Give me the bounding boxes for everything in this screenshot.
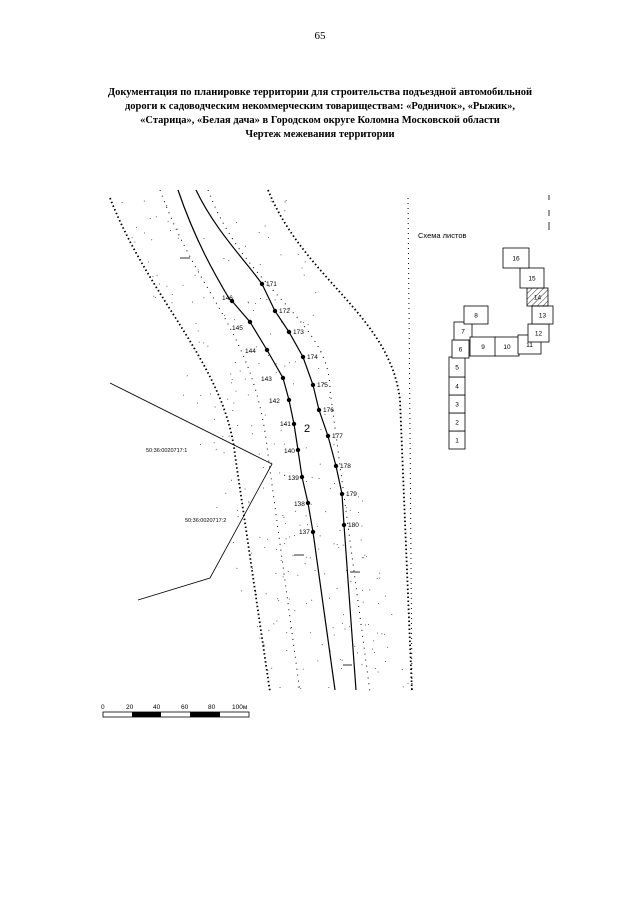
point-label-176: 176: [323, 407, 334, 414]
boundary-point-178: [333, 463, 339, 469]
sheet-label-13: 13: [539, 313, 547, 320]
sheet-cell-8: [463, 305, 489, 325]
boundary-point-180: [341, 522, 347, 528]
left-road-line-top: [177, 189, 231, 301]
boundary-point-145: [247, 319, 253, 325]
scale-label-40: 40: [153, 704, 161, 711]
sheet-label-11: 11: [526, 342, 533, 349]
left-road-line: [231, 300, 314, 533]
document-title: Документация по планировке территории дл…: [60, 86, 580, 142]
point-label-143: 143: [261, 376, 272, 383]
point-label-139: 139: [288, 475, 299, 482]
boundary-point-142: [286, 397, 292, 403]
boundary-point-138: [305, 500, 311, 506]
sheet-label-5: 5: [455, 365, 459, 372]
sheet-label-4: 4: [455, 384, 459, 391]
page-number: 65: [314, 30, 326, 42]
sheet-label-3: 3: [455, 402, 459, 409]
right-road-line: [261, 283, 345, 526]
sheet-label-7: 7: [461, 329, 465, 336]
sheet-label-6: 6: [459, 347, 463, 354]
sheet-label-2: 2: [455, 420, 459, 427]
boundary-point-179: [339, 491, 345, 497]
parcel-number-label: 2: [304, 423, 310, 435]
sheet-cell-15: [519, 267, 545, 289]
point-label-140: 140: [284, 448, 295, 455]
title-line-2: дороги к садоводческим некоммерческим то…: [124, 101, 516, 112]
right-road-line-top: [195, 189, 263, 285]
point-label-145: 145: [232, 325, 243, 332]
title-line-3: «Старица», «Белая дача» в Городском окру…: [140, 115, 500, 126]
boundary-point-146: [229, 298, 235, 304]
scale-bar: 0 20 40 60 80 100м: [101, 704, 250, 718]
point-label-171: 171: [266, 281, 277, 288]
scale-label-20: 20: [126, 704, 134, 711]
title-line-1: Документация по планировке территории дл…: [107, 87, 533, 98]
point-label-144: 144: [245, 348, 256, 355]
cadastral-label-1: 50:36:0020717:1: [146, 448, 187, 454]
sheet-label-1: 1: [455, 438, 459, 445]
point-label-142: 142: [269, 398, 280, 405]
boundary-point-140: [295, 447, 301, 453]
boundary-point-139: [299, 474, 305, 480]
boundary-point-173: [286, 329, 292, 335]
sheet-label-14: 14: [534, 295, 542, 302]
sheet-cell-7: [453, 321, 473, 341]
point-label-174: 174: [307, 354, 318, 361]
boundary-point-175: [310, 382, 316, 388]
point-label-146: 146: [222, 295, 233, 302]
left-inner-boundary: [159, 189, 301, 693]
point-label-137: 137: [299, 529, 310, 536]
sheet-label-15: 15: [528, 276, 536, 283]
sheet-scheme-title: Схема листов: [418, 231, 467, 240]
point-label-172: 172: [279, 308, 290, 315]
title-line-4: Чертеж межевания территории: [245, 129, 395, 140]
point-label-173: 173: [293, 329, 304, 336]
sheet-label-10: 10: [503, 344, 511, 351]
scale-label-0: 0: [101, 704, 105, 711]
boundary-point-177: [325, 433, 331, 439]
point-label-177: 177: [332, 433, 343, 440]
right-road-line-bottom: [343, 524, 357, 691]
right-outer-boundary: [267, 189, 413, 693]
boundary-point-174: [300, 354, 306, 360]
boundary-point-144: [264, 347, 270, 353]
boundary-point-141: [291, 421, 297, 427]
sheet-label-9: 9: [481, 344, 485, 351]
terrain-speckles: [121, 200, 409, 689]
boundary-point-172: [272, 308, 278, 314]
map-symbols: [180, 257, 360, 666]
sheet-label-8: 8: [474, 313, 478, 320]
scale-label-100: 100м: [232, 704, 248, 711]
cadastral-label-2: 50:36:0020717:2: [185, 518, 226, 524]
scale-label-60: 60: [181, 704, 189, 711]
point-label-179: 179: [346, 491, 357, 498]
sheet-label-12: 12: [535, 331, 543, 338]
scale-label-80: 80: [208, 704, 216, 711]
boundary-point-176: [316, 407, 322, 413]
left-road-line-bottom: [312, 531, 336, 691]
point-label-175: 175: [317, 382, 328, 389]
boundary-point-143: [280, 375, 286, 381]
boundary-point-171: [259, 281, 265, 287]
boundary-point-137: [310, 529, 316, 535]
left-outer-boundary: [109, 197, 271, 693]
point-label-178: 178: [340, 463, 351, 470]
cadastral-parcel-lines: [109, 382, 273, 601]
boundary-points: 146 145 144 143 142 141 140 139 138 137 171 172 173 1…: [222, 281, 359, 536]
sheet-cell-16: [502, 247, 530, 269]
point-label-141: 141: [280, 421, 291, 428]
point-label-138: 138: [294, 501, 305, 508]
sheet-label-16: 16: [512, 256, 520, 263]
point-label-180: 180: [348, 522, 359, 529]
right-inner-boundary: [207, 189, 371, 693]
